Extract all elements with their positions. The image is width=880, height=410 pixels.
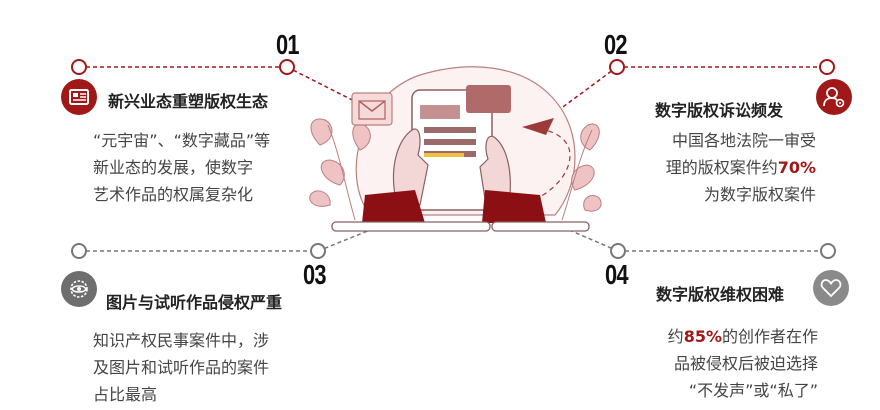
step-number-04: 04 (605, 259, 629, 290)
heart-icon (813, 270, 849, 306)
item-04-description: 约85%的创作者在作 品被侵权后被迫选择 “不发声”或“私了” (667, 327, 818, 400)
node-04 (610, 243, 626, 259)
phone-hands-illustration (309, 66, 602, 232)
step-number-02: 02 (604, 29, 628, 60)
node-01-start (71, 59, 87, 75)
step-number-01: 01 (276, 29, 300, 60)
user-gear-icon (816, 79, 852, 115)
item-03-title: 图片与试听作品侵权严重 (106, 293, 283, 312)
node-02-end (819, 59, 835, 75)
step-number-03: 03 (303, 259, 327, 290)
item-03-description: 知识产权民事案件中，涉 及图片和试听作品的案件 占比最高 (93, 331, 270, 404)
item-01-title: 新兴业态重塑版权生态 (108, 92, 269, 111)
item-02-description: 中国各地法院一审受 理的版权案件约70% 为数字版权案件 (665, 131, 816, 204)
item-01-description: “元宇宙”、“数字藏品”等 新业态的发展，使数字 艺术作品的权属复杂化 (93, 131, 271, 204)
node-01 (279, 59, 295, 75)
news-icon (61, 79, 97, 115)
eye-gear-icon (61, 271, 97, 307)
node-02 (609, 59, 625, 75)
item-02-title: 数字版权诉讼频发 (655, 101, 784, 120)
node-03-start (71, 243, 87, 259)
item-04-title: 数字版权维权困难 (656, 285, 785, 304)
node-03 (310, 243, 326, 259)
node-04-end (820, 243, 836, 259)
